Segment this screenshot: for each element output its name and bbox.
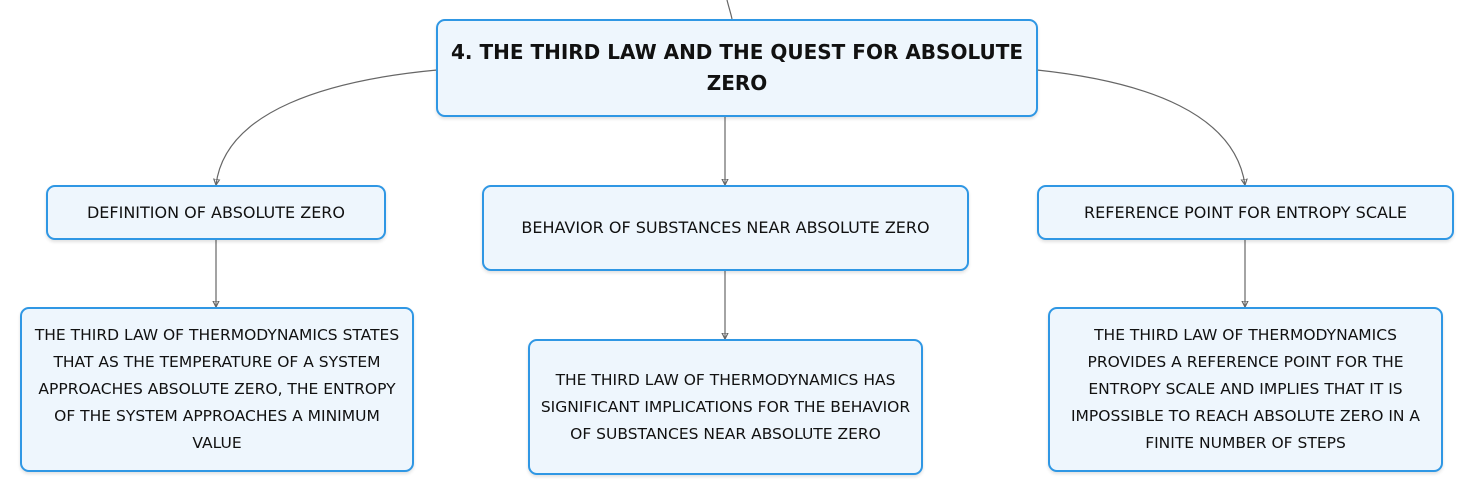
connector-root-to-definition [216,69,438,185]
detail-node-definition[interactable]: THE THIRD LAW OF THERMODYNAMICS STATES T… [20,307,414,472]
detail-node-text: THE THIRD LAW OF THERMODYNAMICS PROVIDES… [1070,326,1421,452]
root-node[interactable]: 4. THE THIRD LAW AND THE QUEST FOR ABSOL… [436,19,1038,117]
detail-node-text: THE THIRD LAW OF THERMODYNAMICS HAS SIGN… [540,370,911,443]
incoming-connector [726,0,733,20]
topic-node-label: DEFINITION OF ABSOLUTE ZERO [86,202,346,222]
connector-root-to-reference [1036,69,1245,185]
detail-node-text: THE THIRD LAW OF THERMODYNAMICS STATES T… [34,326,400,452]
topic-node-label: BEHAVIOR OF SUBSTANCES NEAR ABSOLUTE ZER… [521,218,930,237]
detail-node-reference[interactable]: THE THIRD LAW OF THERMODYNAMICS PROVIDES… [1048,307,1443,472]
topic-node-label: REFERENCE POINT FOR ENTROPY SCALE [1084,202,1407,222]
root-node-label: 4. THE THIRD LAW AND THE QUEST FOR ABSOL… [450,40,1024,95]
topic-node-reference[interactable]: REFERENCE POINT FOR ENTROPY SCALE [1037,185,1454,240]
topic-node-behavior[interactable]: BEHAVIOR OF SUBSTANCES NEAR ABSOLUTE ZER… [482,185,969,271]
topic-node-definition[interactable]: DEFINITION OF ABSOLUTE ZERO [46,185,386,240]
detail-node-behavior[interactable]: THE THIRD LAW OF THERMODYNAMICS HAS SIGN… [528,339,923,475]
